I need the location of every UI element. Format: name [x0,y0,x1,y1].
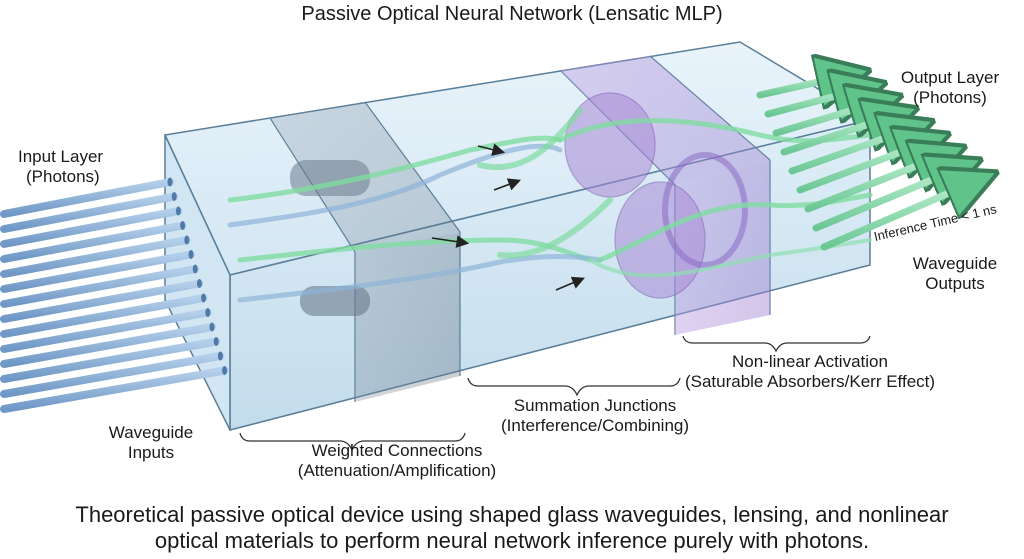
input-waveguide-rod [0,192,179,233]
diagram-title: Passive Optical Neural Network (Lensatic… [301,3,723,25]
input-waveguide-tip [213,337,219,346]
label-input-layer-line1: Input Layer [18,147,104,166]
input-waveguide-rod [0,207,183,248]
input-waveguide-rod [0,337,221,383]
input-waveguide-rod [0,294,208,338]
input-waveguide-rod [0,236,191,278]
label-waveguide-outputs-line2: Outputs [925,273,985,293]
output-waveguide-rod [820,177,986,251]
label-waveguide-inputs-line1: Waveguide [108,423,194,442]
label-weighted-connections: Weighted Connections (Attenuation/Amplif… [262,441,532,480]
bracket-weighted [239,432,466,452]
input-waveguide-tip [188,250,194,259]
input-waveguide-rod [0,352,225,398]
caption: Theoretical passive optical device using… [0,502,1024,553]
input-waveguide-tip [167,177,173,187]
input-waveguide-tip [217,351,223,361]
label-output-layer-line1: Output Layer [900,68,1000,87]
bracket-summation [467,377,681,397]
input-waveguide-rod [0,265,200,308]
label-weighted-line1: Weighted Connections [311,441,483,460]
input-waveguide-tip [175,206,181,216]
input-waveguide-tip [205,308,211,317]
input-waveguide-rod [0,308,212,353]
section-brackets [239,335,871,452]
label-waveguide-inputs: Waveguide Inputs [96,423,206,462]
input-waveguide-rod [0,366,229,413]
output-waveguides [756,73,986,251]
input-waveguide-tip [196,279,202,288]
input-waveguide-rod [0,323,216,368]
label-summation-junctions: Summation Junctions (Interference/Combin… [470,396,720,435]
label-waveguide-inputs-line2: Inputs [127,442,175,462]
input-waveguide-rod [0,178,174,218]
input-waveguide-tip [192,264,198,274]
input-waveguide-tip [201,293,207,303]
label-input-layer-line2: (Photons) [26,166,100,186]
flow-arrows [431,143,585,291]
caption-line2: optical materials to perform neural netw… [154,527,870,553]
input-waveguide-tip [180,221,186,230]
label-summation-line2: (Interference/Combining) [500,415,690,435]
input-waveguide-tip [184,235,190,245]
label-output-layer-line2: (Photons) [913,87,987,107]
bracket-activation [682,335,871,353]
input-waveguide-rod [0,221,187,263]
caption-line1: Theoretical passive optical device using… [75,502,949,527]
label-weighted-line2: (Attenuation/Amplification) [297,460,497,480]
input-waveguide-rod [0,279,204,323]
label-waveguide-outputs: Waveguide Outputs [900,254,1010,293]
input-waveguide-rod [0,250,195,293]
input-waveguide-tip [171,192,177,201]
label-waveguide-outputs-line1: Waveguide [912,254,998,273]
input-waveguide-tip [222,366,228,375]
label-summation-line1: Summation Junctions [513,396,677,415]
label-output-layer: Output Layer (Photons) [890,68,1010,107]
label-activation-line2: (Saturable Absorbers/Kerr Effect) [684,371,936,391]
label-activation-line1: Non-linear Activation [732,352,888,371]
input-waveguide-tip [209,322,215,332]
label-input-layer: Input Layer (Photons) [18,147,103,186]
label-nonlinear-activation: Non-linear Activation (Saturable Absorbe… [660,352,960,391]
input-waveguides [0,177,229,413]
